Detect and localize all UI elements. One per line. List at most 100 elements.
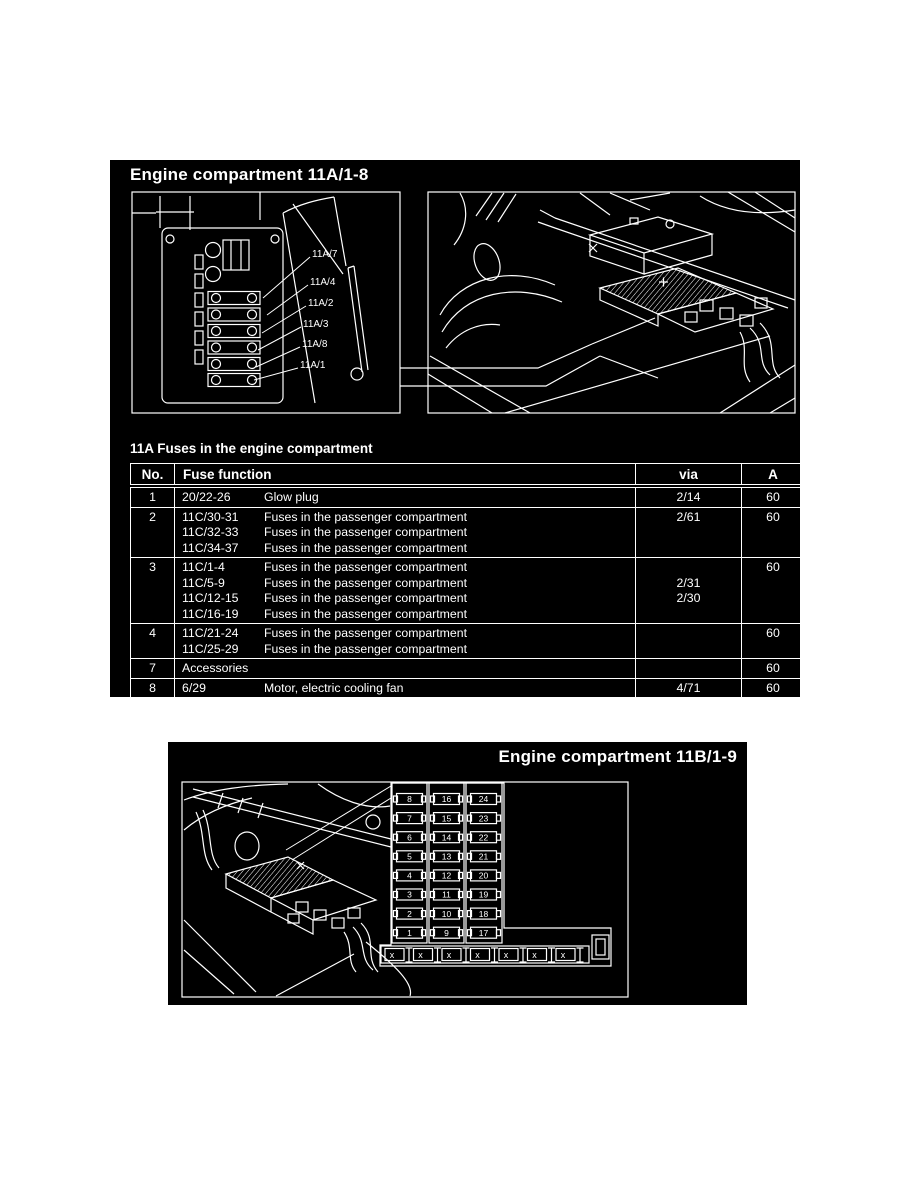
maxi-fuse-label: x	[504, 950, 509, 960]
fuse-schematic-outline	[379, 782, 612, 967]
cell-fuse-amp: 60	[741, 485, 805, 508]
fuse-number: 8	[407, 794, 412, 804]
cell-fuse-via	[635, 658, 742, 679]
fuse-number: 5	[407, 852, 412, 862]
col-header-function: Fuse function	[174, 463, 636, 488]
diagram-11b-art: 876543211615141312111092423222120191817x…	[181, 781, 629, 998]
cell-fuse-via	[635, 623, 742, 659]
fuse-number: 13	[442, 852, 452, 862]
fuse-column-frame	[391, 782, 428, 944]
maxi-fuse-label: x	[532, 950, 537, 960]
fuse-callout-label: 11A/8	[302, 339, 328, 350]
cell-fuse-no: 1	[130, 485, 175, 508]
cell-fuse-amp: 60	[741, 623, 805, 659]
cell-fuse-via: 2/61	[635, 506, 742, 558]
fuse-cell	[432, 888, 461, 901]
pointer-lines	[285, 785, 392, 861]
fuse-number: 9	[444, 928, 449, 938]
maxi-fuse-label: x	[447, 950, 452, 960]
maxi-fuse-label: x	[475, 950, 480, 960]
fuse-cell	[395, 907, 424, 920]
cell-fuse-amp: 60	[741, 677, 805, 698]
fuse-callout-label: 11A/3	[303, 319, 329, 330]
fuse-number: 1	[407, 928, 412, 938]
maxi-fuse-label: x	[418, 950, 423, 960]
maxi-fuse-terminal	[462, 947, 470, 963]
maxi-fuse	[441, 947, 462, 962]
cell-fuse-no: 8	[130, 677, 175, 698]
fuse-number: 12	[442, 871, 452, 881]
fuse-cell	[395, 792, 424, 806]
fuse-cell	[395, 869, 424, 882]
maxi-fuse-terminal	[434, 947, 441, 963]
panel-b-title: Engine compartment 11B/1-9	[498, 747, 737, 766]
fuse-cell	[395, 926, 424, 939]
maxi-fuse-label: x	[390, 950, 395, 960]
fuse-number: 20	[479, 871, 489, 881]
fuse-number: 10	[442, 909, 452, 919]
fuse-grid: 876543211615141312111092423222120191817x…	[384, 782, 584, 963]
col-header-no: No.	[130, 463, 175, 488]
fuse-cell	[432, 831, 461, 844]
fuse-number: 11	[442, 890, 451, 900]
maxi-fuse	[498, 947, 519, 962]
maxi-fuse-label: x	[561, 950, 566, 960]
panel-a-title: Engine compartment 11A/1-8	[130, 165, 369, 184]
panel-engine-compartment-11a: 11A/7 11A/4 11A/2 11A/3 11A/8 11A/1 Engi…	[110, 160, 805, 698]
fuse-number: 16	[442, 794, 452, 804]
fuse-cell	[432, 869, 461, 882]
fuse-number: 18	[479, 909, 489, 919]
maxi-fuse-terminal	[519, 947, 527, 963]
engine-art-b	[183, 783, 412, 997]
fuse-callout-label: 11A/2	[308, 298, 334, 309]
callout-labels: 11A/7 11A/4 11A/2 11A/3 11A/8 11A/1	[300, 249, 338, 371]
cell-fuse-no: 2	[130, 506, 175, 558]
col-header-via: via	[635, 463, 742, 488]
fuse-callout-label: 11A/7	[312, 249, 338, 260]
fuse-cell	[432, 907, 461, 920]
right-engine-art	[427, 191, 796, 414]
col-header-amp: A	[741, 463, 805, 488]
maxi-fuse-terminal	[576, 947, 584, 963]
fuse-cell	[395, 831, 424, 844]
diagram-11a-art: 11A/7 11A/4 11A/2 11A/3 11A/8 11A/1	[131, 191, 796, 414]
fuse-cell	[395, 850, 424, 863]
relay-square	[591, 934, 610, 960]
cell-fuse-amp: 60	[741, 506, 805, 558]
cell-fuse-amp: 60	[741, 557, 805, 624]
left-diagram-frame	[131, 191, 401, 414]
maxi-fuse	[412, 947, 434, 962]
fuse-column-frame	[428, 782, 465, 944]
fuse-number: 24	[479, 794, 489, 804]
maxi-fuse-terminal	[548, 947, 555, 963]
callout-leader-lines	[253, 256, 311, 381]
maxi-fuse	[526, 947, 548, 962]
cell-fuse-no: 4	[130, 623, 175, 659]
fuse-number: 14	[442, 832, 452, 842]
fuse-cell	[432, 811, 461, 825]
cell-fuse-amp: 60	[741, 658, 805, 679]
maxi-fuse	[384, 947, 405, 962]
cell-fuse-via: 4/71	[635, 677, 742, 698]
fuse-callout-label: 11A/1	[300, 360, 326, 371]
right-diagram-frame	[427, 191, 796, 414]
fuse-number: 7	[407, 813, 412, 823]
fuse-callout-label: 11A/4	[310, 277, 336, 288]
maxi-fuse-terminal	[405, 947, 413, 963]
fuse-cell	[395, 888, 424, 901]
cell-fuse-function: Accessories	[174, 658, 636, 679]
cell-fuse-no: 3	[130, 557, 175, 624]
fuse-number: 22	[479, 832, 489, 842]
